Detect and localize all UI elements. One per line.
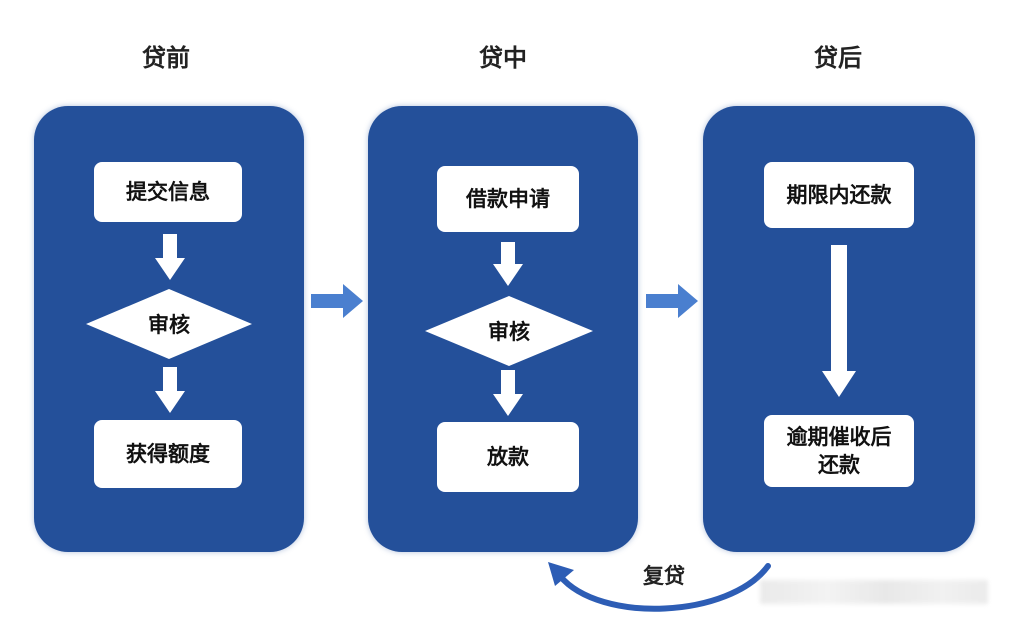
right-arrow-icon [311,284,363,318]
stage-panel-during: 借款申请 审核 放款 [368,106,638,552]
down-arrow-icon [155,367,185,413]
down-arrow-icon [493,370,523,416]
step-repay-on-time: 期限内还款 [764,162,914,228]
stage-title-during: 贷中 [479,44,527,72]
right-arrow-icon [646,284,698,318]
step-repay-after-collection: 逾期催收后 还款 [764,415,914,487]
step-get-credit-limit: 获得额度 [94,420,242,488]
decision-review: 审核 [86,289,252,359]
stage-title-before: 贷前 [142,44,190,72]
blurred-watermark [760,580,988,604]
decision-review-label: 审核 [148,313,190,337]
stage-panel-before: 提交信息 审核 获得额度 [34,106,304,552]
down-arrow-icon [155,234,185,280]
stage-panel-after: 期限内还款 逾期催收后 还款 [703,106,975,552]
step-submit-info: 提交信息 [94,162,242,222]
down-arrow-icon [493,242,523,286]
step-disburse: 放款 [437,422,579,492]
long-down-arrow-icon [822,245,856,397]
step-loan-application: 借款申请 [437,166,579,232]
decision-review-label: 审核 [488,320,530,344]
decision-review: 审核 [425,296,593,366]
stage-title-after: 贷后 [814,44,862,72]
loop-label: 复贷 [643,564,685,588]
